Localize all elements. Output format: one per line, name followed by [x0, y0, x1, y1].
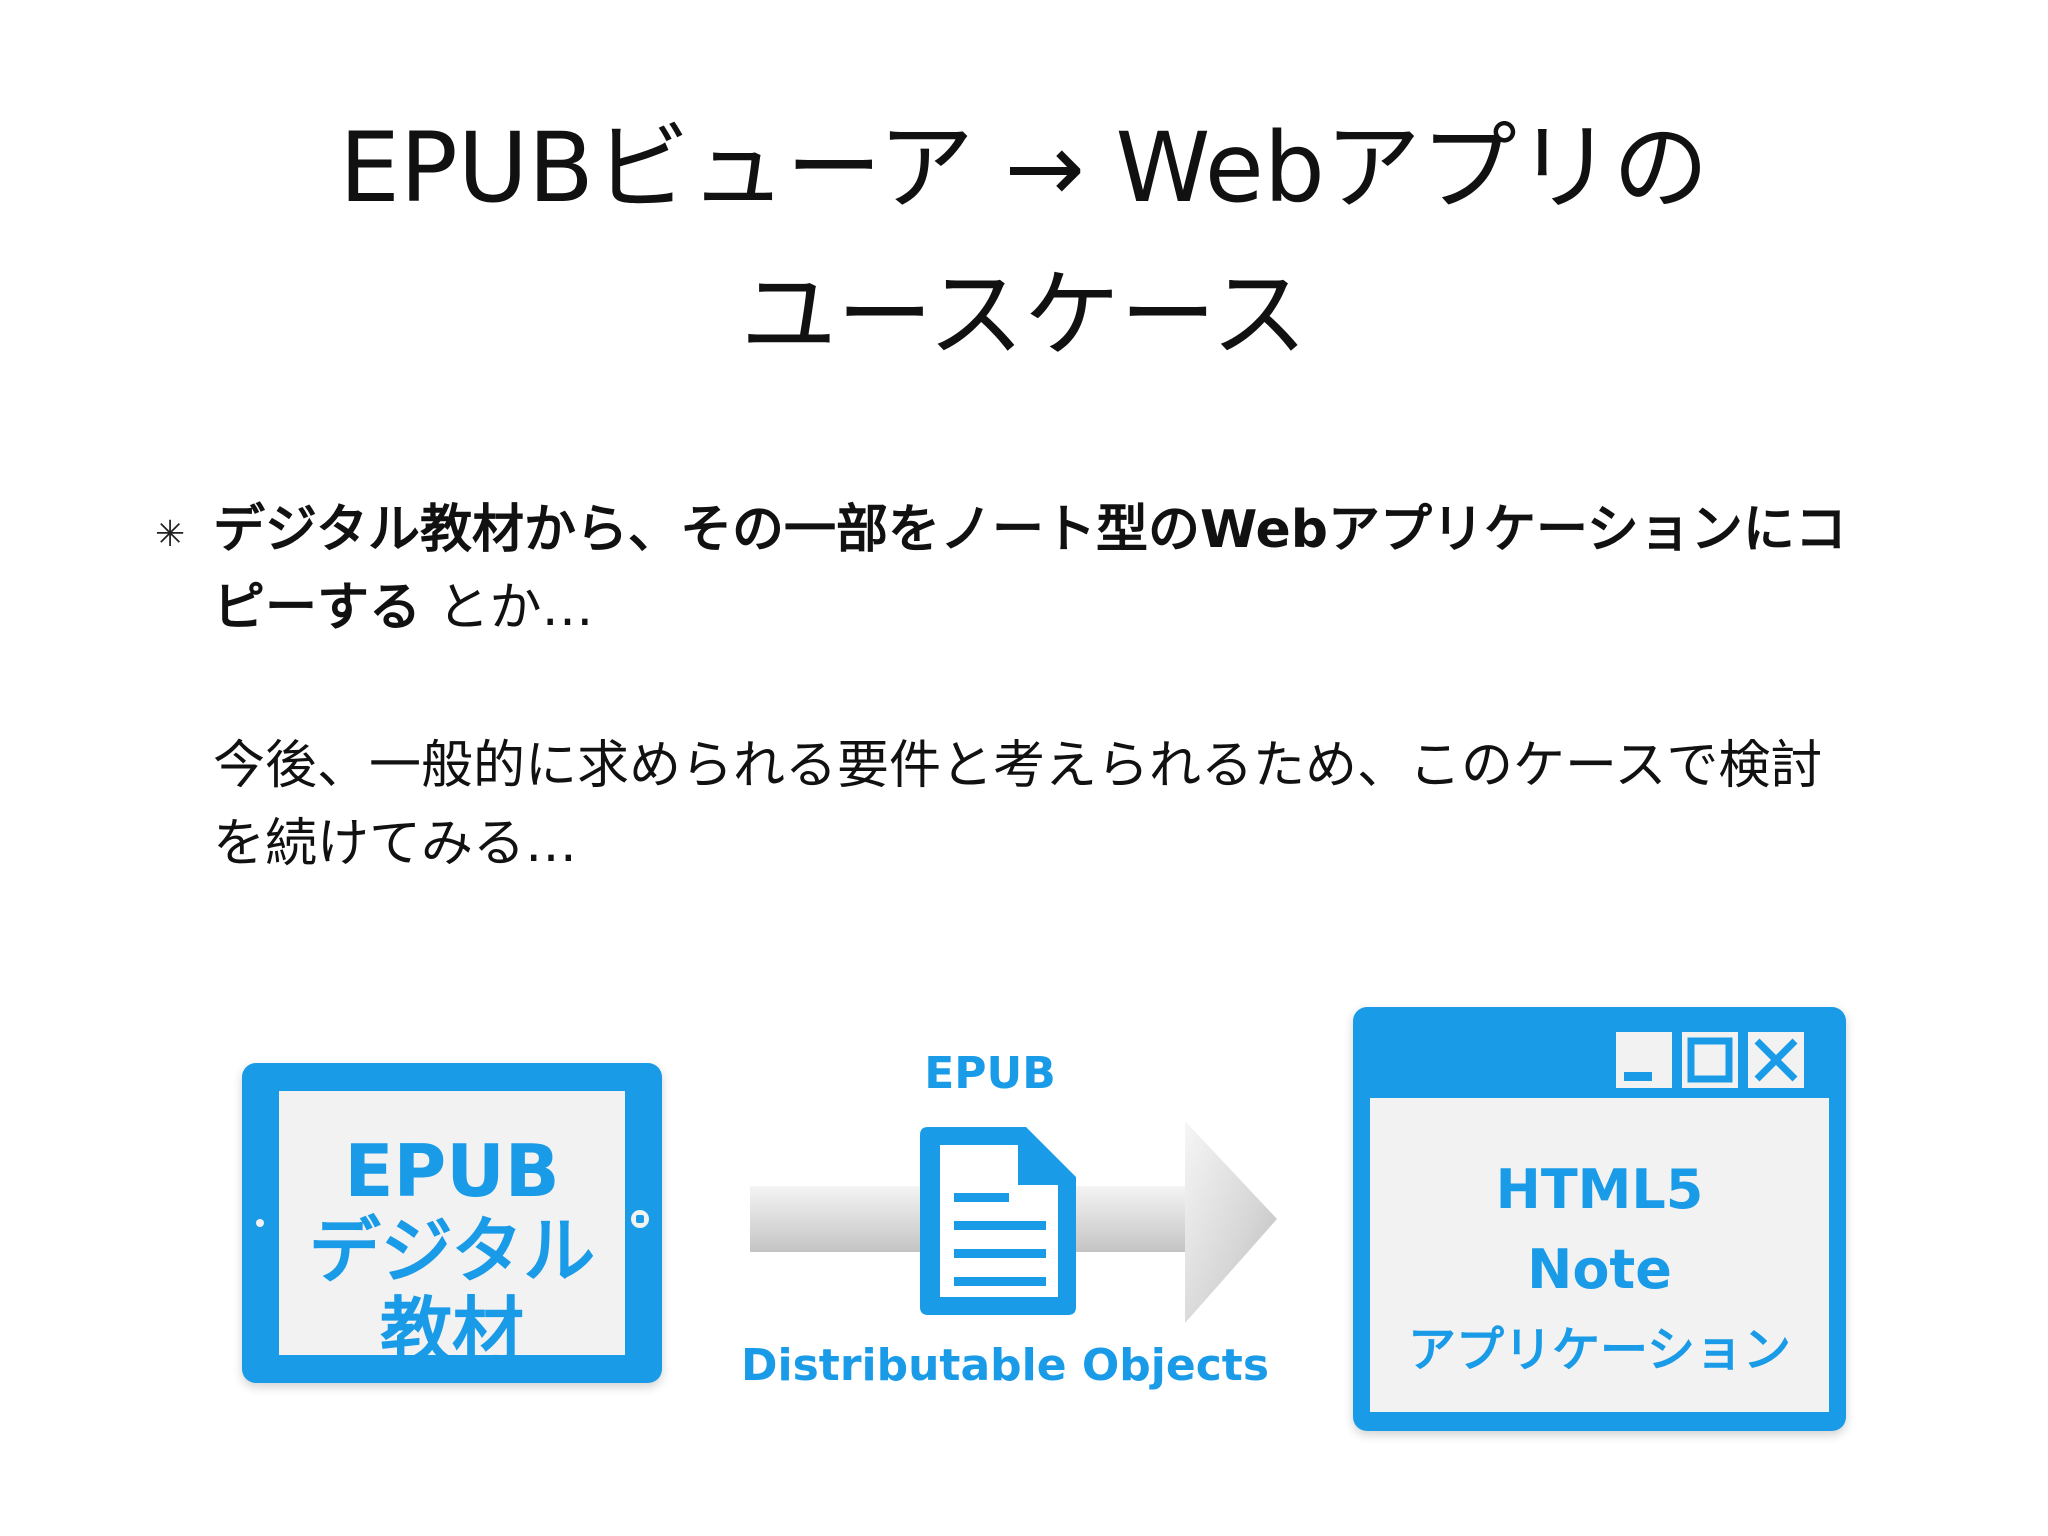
bullet-normal-suffix: とか…	[421, 578, 594, 638]
tablet-icon: EPUB デジタル 教材	[242, 1063, 662, 1383]
maximize-icon	[1682, 1032, 1738, 1088]
tablet-label-line2: デジタル	[308, 1209, 596, 1293]
bullet-bold-line1: デジタル教材から、その一部をノート型のWebアプリケーションにコ	[213, 500, 1847, 560]
window-body: HTML5 Note アプリケーション	[1370, 1098, 1829, 1412]
close-icon	[1748, 1032, 1804, 1088]
tablet-label-line3: 教材	[379, 1289, 524, 1373]
arrow-bottom-label: Distributable Objects	[740, 1340, 1270, 1391]
slide-title-line2: ユースケース	[740, 259, 1308, 371]
minimize-icon	[1616, 1032, 1672, 1088]
window-label: HTML5 Note アプリケーション	[1370, 1150, 1829, 1390]
tablet-label: EPUB デジタル 教材	[279, 1131, 625, 1371]
bullet-line2: ピーする とか…	[213, 569, 1913, 647]
follow-up-paragraph: 今後、一般的に求められる要件と考えられるため、このケースで検討 を続けてみる…	[213, 727, 1913, 883]
window-label-line1: HTML5	[1495, 1158, 1704, 1221]
paragraph-line2: を続けてみる…	[213, 814, 578, 874]
paragraph-line1: 今後、一般的に求められる要件と考えられるため、このケースで検討	[213, 736, 1823, 796]
arrow-top-label: EPUB	[924, 1048, 1056, 1099]
tablet-camera-dot	[256, 1219, 264, 1227]
app-window-icon: HTML5 Note アプリケーション	[1353, 1007, 1846, 1431]
tablet-label-line1: EPUB	[344, 1129, 560, 1213]
bullet-star-icon: ✳	[155, 514, 186, 555]
tablet-screen: EPUB デジタル 教材	[279, 1091, 625, 1371]
bullet-bold-line2: ピーする	[213, 578, 422, 638]
window-label-line3: アプリケーション	[1407, 1322, 1792, 1378]
window-label-line2: Note	[1527, 1238, 1672, 1301]
slide-title-line1: EPUBビューア → Webアプリの	[339, 112, 1709, 224]
tablet-home-button	[631, 1210, 649, 1228]
bullet-text: デジタル教材から、その一部をノート型のWebアプリケーションにコ ピーする とか…	[213, 491, 1913, 647]
document-icon	[920, 1127, 1076, 1315]
